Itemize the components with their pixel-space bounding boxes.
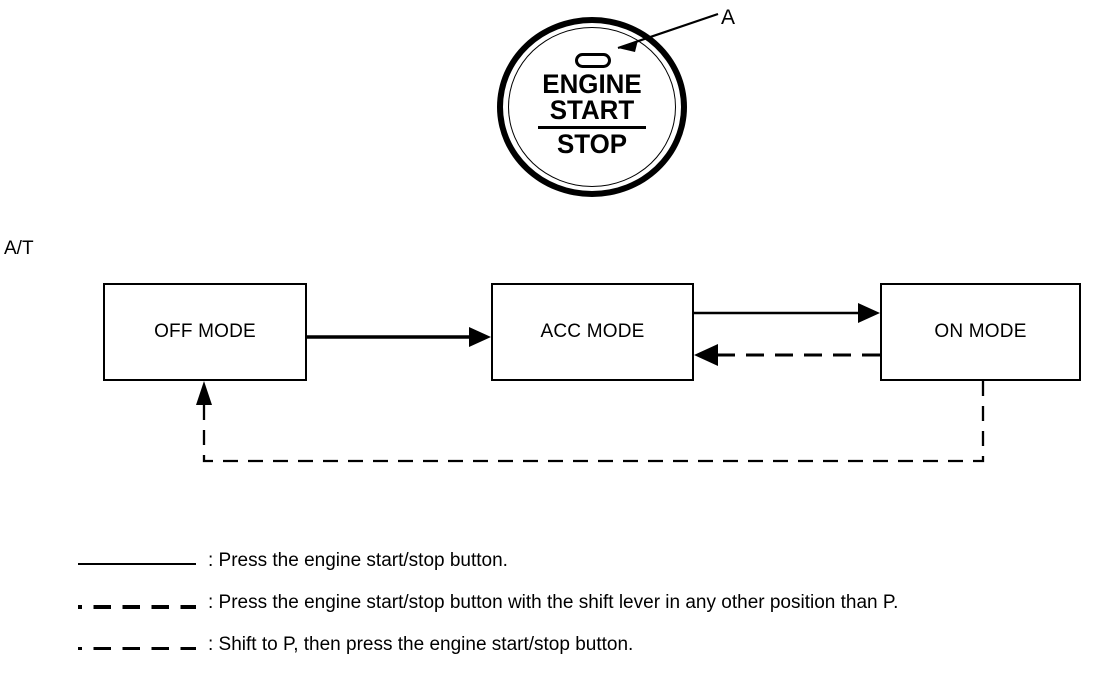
transition-on-to-acc — [694, 344, 880, 366]
button-label-stop: STOP — [556, 129, 628, 159]
transition-off-to-acc — [307, 327, 491, 347]
transmission-type-label: A/T — [4, 238, 34, 259]
indicator-lamp-icon — [575, 53, 611, 68]
button-label-start: START — [549, 95, 635, 125]
button-face-text: ENGINE START STOP — [497, 69, 687, 159]
transition-on-to-off — [196, 381, 985, 463]
legend-line-sample-dashed-thin — [78, 647, 196, 652]
legend-row-text: : Press the engine start/stop button wit… — [208, 592, 899, 613]
transition-acc-to-on — [694, 303, 880, 323]
mode-box-on-label: ON MODE — [934, 321, 1027, 342]
button-divider-rule — [538, 126, 646, 129]
mode-box-acc: ACC MODE — [491, 283, 694, 381]
mode-box-off: OFF MODE — [103, 283, 307, 381]
button-label-engine: ENGINE — [542, 69, 642, 99]
button-inner-ring — [508, 27, 676, 187]
callout-a-leader-line — [617, 12, 719, 52]
mode-box-off-label: OFF MODE — [154, 321, 256, 342]
legend-line-sample-solid — [78, 563, 196, 570]
engine-start-stop-button: ENGINE START STOP — [497, 17, 687, 197]
legend-row: : Shift to P, then press the engine star… — [78, 632, 1078, 674]
legend-line-sample-dashed-thick — [78, 605, 196, 610]
legend-row-text: : Press the engine start/stop button. — [208, 550, 508, 571]
legend-row: : Press the engine start/stop button. — [78, 548, 1078, 590]
callout-a-label: A — [721, 6, 736, 29]
mode-box-acc-label: ACC MODE — [540, 321, 645, 342]
legend-row-text: : Shift to P, then press the engine star… — [208, 634, 634, 655]
legend: : Press the engine start/stop button. : … — [78, 548, 1078, 674]
legend-row: : Press the engine start/stop button wit… — [78, 590, 1078, 632]
mode-box-on: ON MODE — [880, 283, 1081, 381]
